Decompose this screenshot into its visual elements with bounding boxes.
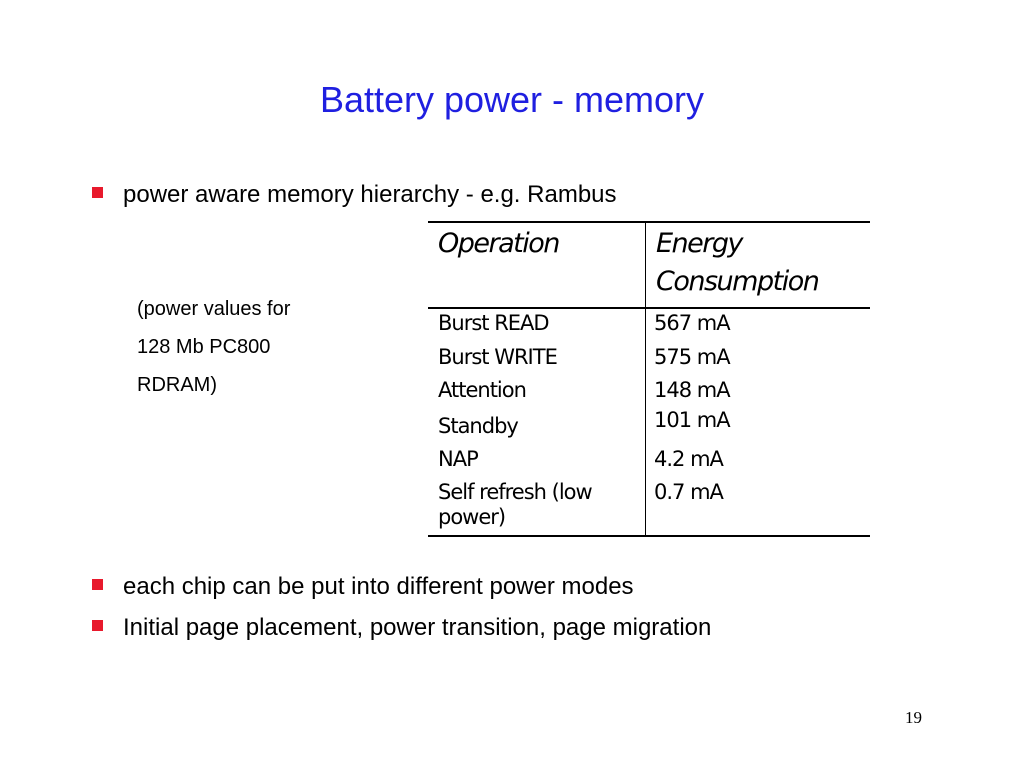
page-number: 19 bbox=[905, 708, 922, 727]
table-column-divider bbox=[645, 221, 646, 537]
bullet-square-icon bbox=[92, 187, 103, 199]
table-rule-bottom bbox=[428, 535, 870, 537]
table-header-operation: Operation bbox=[438, 228, 560, 259]
bullet-square-icon bbox=[92, 579, 103, 591]
bullet-square-icon bbox=[92, 620, 103, 632]
note-line: 128 Mb PC800 bbox=[137, 336, 271, 358]
table-cell-energy: 101 mA bbox=[654, 408, 731, 432]
table-cell-operation: Self refresh (low power) bbox=[438, 480, 593, 529]
bullet-text: power aware memory hierarchy - e.g. Ramb… bbox=[123, 181, 617, 208]
power-table: Operation Energy Consumption Burst READ … bbox=[428, 221, 870, 537]
table-rule-top bbox=[428, 221, 870, 223]
table-cell-energy: 575 mA bbox=[654, 345, 731, 369]
bullet-item: each chip can be put into different powe… bbox=[92, 572, 634, 602]
table-cell-energy: 148 mA bbox=[654, 378, 731, 402]
table-cell-operation: NAP bbox=[438, 447, 479, 471]
table-cell-operation: Attention bbox=[438, 378, 527, 402]
slide-title: Battery power - memory bbox=[319, 79, 705, 120]
table-cell-energy: 0.7 mA bbox=[654, 480, 724, 504]
bullet-text: each chip can be put into different powe… bbox=[123, 573, 634, 600]
table-cell-operation: Burst WRITE bbox=[438, 345, 558, 369]
table-cell-energy: 4.2 mA bbox=[654, 447, 724, 471]
bullet-text: Initial page placement, power transition… bbox=[123, 614, 712, 641]
note-line: (power values for bbox=[137, 298, 291, 320]
table-cell-energy: 567 mA bbox=[654, 311, 731, 335]
table-header-energy: Energy Consumption bbox=[656, 228, 820, 297]
table-rule-header bbox=[428, 307, 870, 309]
bullet-item: power aware memory hierarchy - e.g. Ramb… bbox=[92, 180, 617, 210]
table-cell-operation: Standby bbox=[438, 414, 519, 438]
bullet-item: Initial page placement, power transition… bbox=[92, 613, 711, 643]
table-cell-operation: Burst READ bbox=[438, 311, 550, 335]
note-line: RDRAM) bbox=[137, 374, 217, 396]
